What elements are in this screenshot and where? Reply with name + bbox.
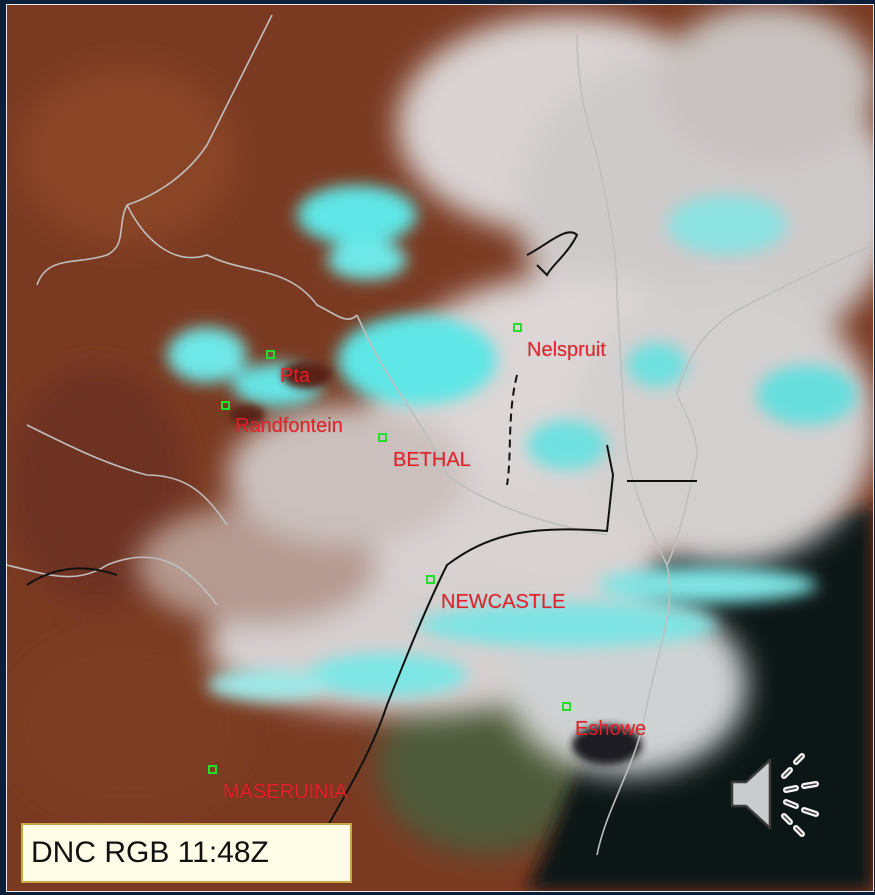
city-label-newcastle: NEWCASTLE — [441, 591, 566, 613]
image-caption: DNC RGB 11:48Z — [21, 823, 352, 883]
randfontein-marker — [221, 401, 230, 410]
boundary-lines — [7, 14, 873, 856]
satellite-imagery — [7, 5, 873, 891]
high-cloud-patches — [167, 185, 857, 701]
satellite-image: Nelspruit Pta Randfontein BETHAL NEWCAST… — [6, 4, 874, 892]
city-label-maseruinia: MASERUINIA — [223, 781, 348, 803]
city-label-pta: Pta — [280, 365, 311, 387]
nelspruit-marker — [513, 323, 522, 332]
speaker-icon-graphic — [730, 753, 819, 837]
speaker-icon[interactable] — [726, 744, 826, 844]
bethal-marker — [378, 433, 387, 442]
city-label-nelspruit: Nelspruit — [527, 339, 606, 361]
pta-marker — [266, 350, 275, 359]
eshowe-marker — [562, 702, 571, 711]
coastline-and-frontier — [26, 231, 697, 866]
storm-core-spots — [229, 361, 642, 765]
city-label-bethal: BETHAL — [393, 449, 471, 471]
maseruinia-marker — [208, 765, 217, 774]
city-label-eshowe: Eshowe — [575, 718, 647, 740]
city-label-randfontein: Randfontein — [235, 415, 343, 437]
newcastle-marker — [426, 575, 435, 584]
